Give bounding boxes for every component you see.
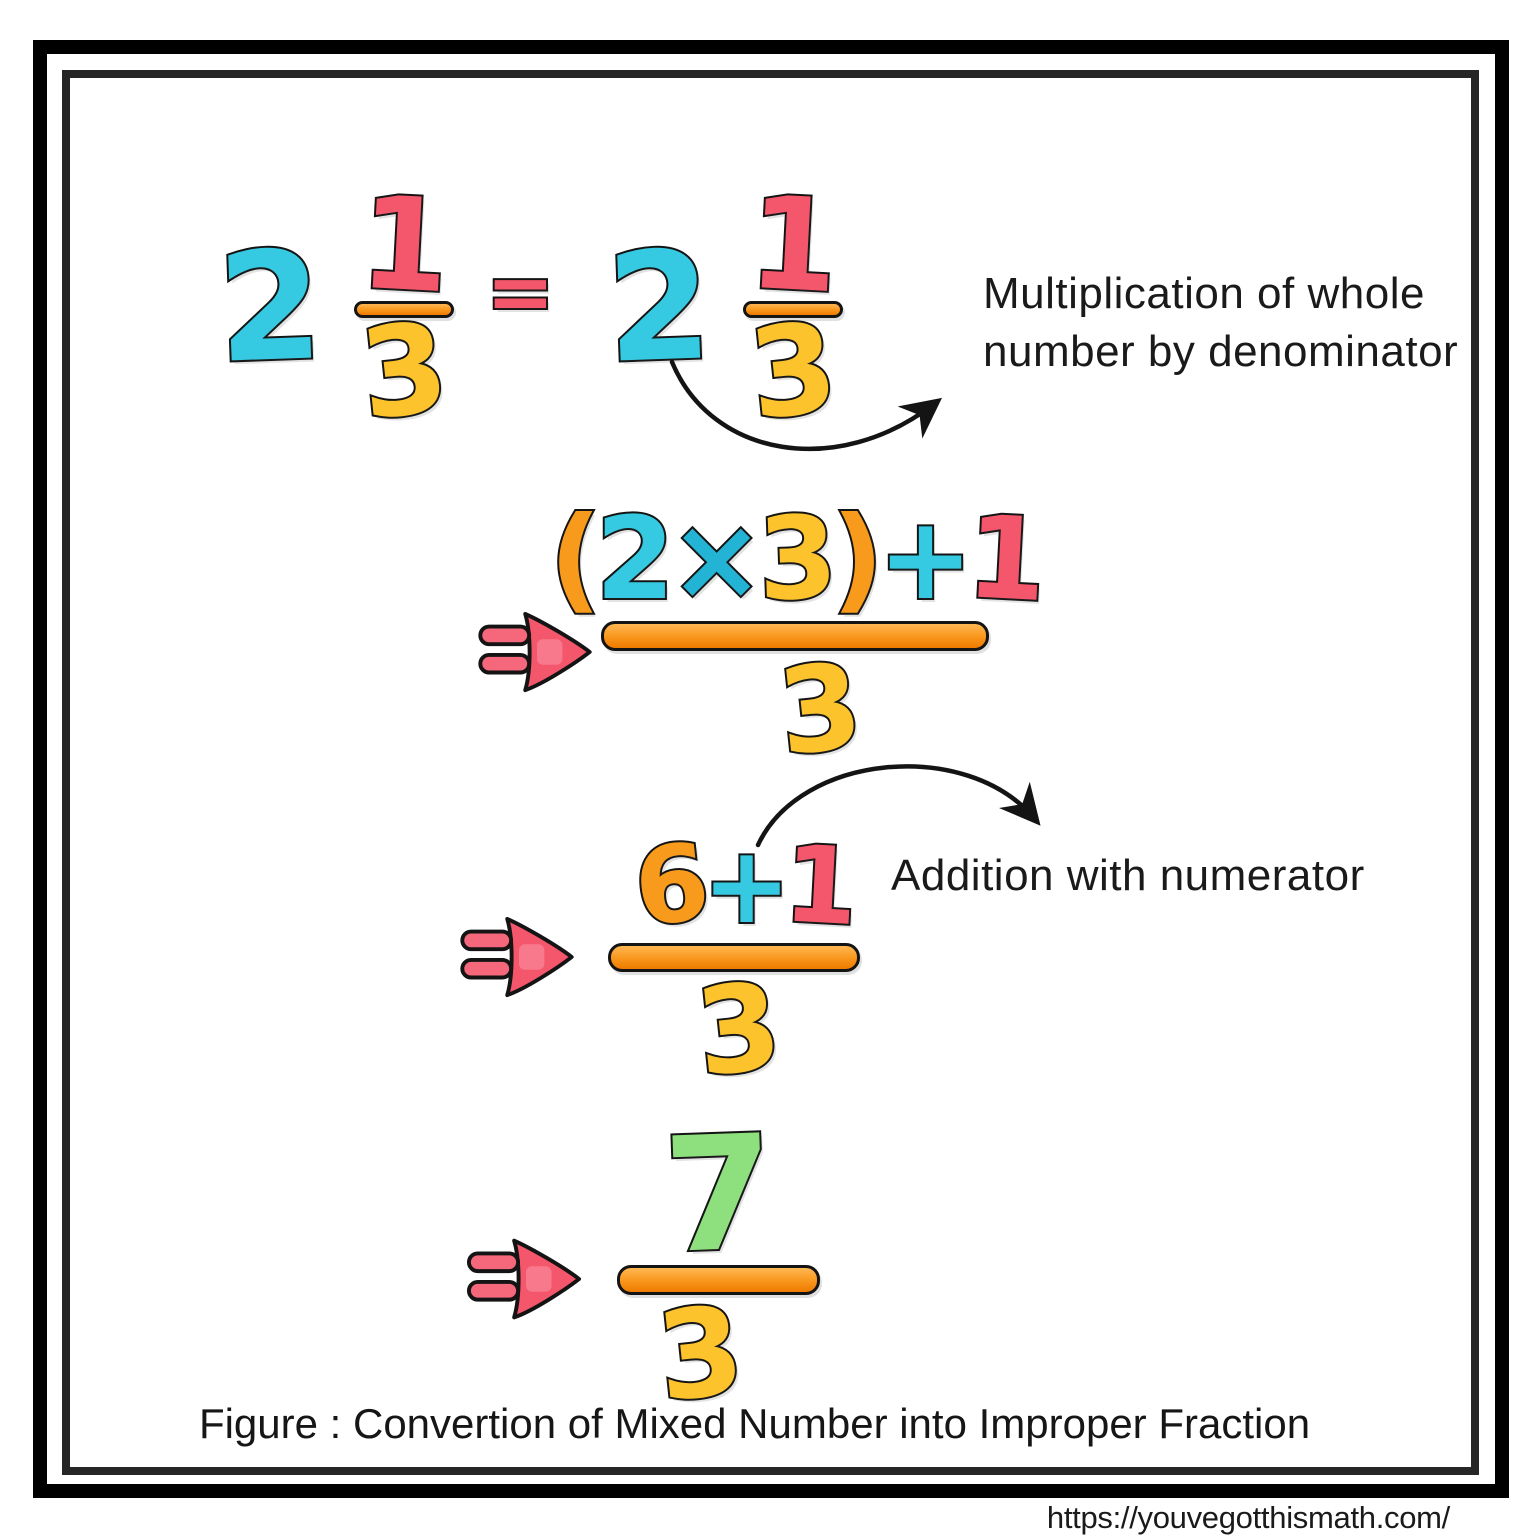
plus-sign: + <box>876 492 975 625</box>
outer-border <box>33 40 1509 1498</box>
step3-denominator: 3 <box>688 955 790 1106</box>
annotation-addition: Addition with numerator <box>891 851 1365 900</box>
step4-denominator: 3 <box>649 1277 752 1431</box>
step4-fraction: 7 3 <box>617 1099 820 1431</box>
step-arrow-icon <box>478 611 592 693</box>
step2-fraction: (2×3)+1 3 <box>547 488 1046 784</box>
fraction-bar <box>354 300 455 318</box>
plus-sign: + <box>700 824 793 947</box>
annotation-multiplication: Multiplication of whole number by denomi… <box>983 269 1459 377</box>
step3-fraction: 6+1 3 <box>608 819 860 1106</box>
step4-numerator: 7 <box>658 1099 778 1291</box>
fraction: 1 3 <box>741 167 846 450</box>
open-paren: ( <box>547 492 603 625</box>
times-sign: × <box>667 492 766 625</box>
fraction-bar <box>617 1265 820 1296</box>
fraction-numerator: 1 <box>354 167 455 324</box>
fraction: 1 3 <box>352 167 457 450</box>
mixed-number-left: 2 1 3 <box>213 167 457 450</box>
fraction-bar <box>601 621 989 652</box>
close-paren: ) <box>830 492 886 625</box>
whole-number: 2 <box>213 217 327 399</box>
fraction-bar <box>608 943 860 973</box>
inner-border <box>62 70 1479 1475</box>
fraction-numerator: 1 <box>743 167 844 324</box>
mixed-number-right: 2 1 3 <box>602 167 846 450</box>
whole-number: 2 <box>602 217 716 399</box>
fraction-denominator: 3 <box>352 294 457 450</box>
step-arrow-icon <box>466 1238 582 1320</box>
step3-numerator: 6+1 <box>627 819 856 952</box>
step2-denominator: 3 <box>770 634 870 784</box>
figure-caption: Figure : Convertion of Mixed Number into… <box>198 1400 1311 1447</box>
equals-sign: = <box>484 245 557 340</box>
step-arrow-icon <box>460 916 574 998</box>
fraction-denominator: 3 <box>741 294 846 450</box>
fraction-bar <box>743 300 844 318</box>
step2-numerator: (2×3)+1 <box>547 488 1046 629</box>
site-url: https://youvegotthismath.com/ <box>1046 1500 1450 1535</box>
